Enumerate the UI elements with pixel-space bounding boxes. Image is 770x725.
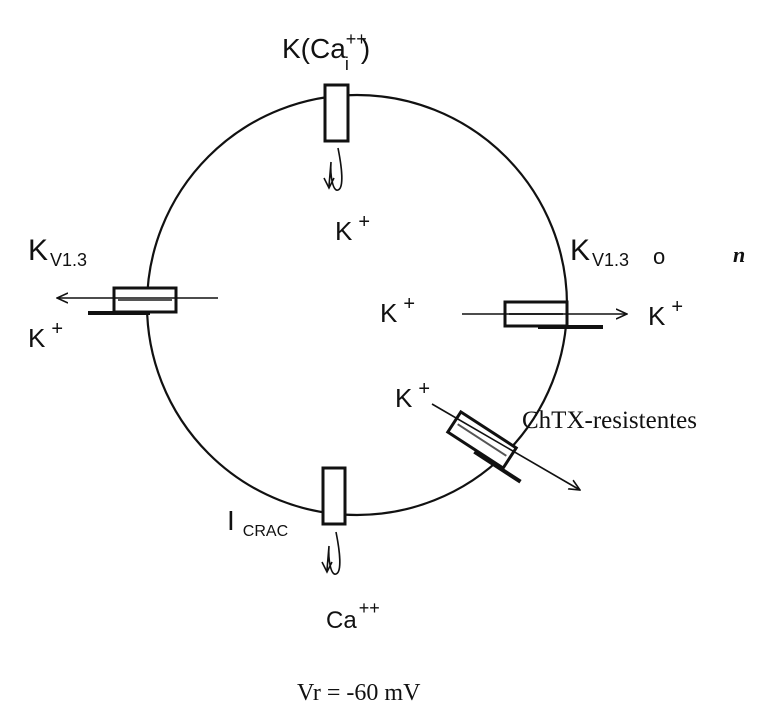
kca-flux-arrowhead: [323, 177, 335, 190]
chtx-label: ChTX-resistentes: [522, 407, 697, 434]
kv-left-ion-label: K+: [28, 318, 63, 353]
kca-channel-body: [323, 83, 350, 143]
resting-potential-label: Vr = -60 mV: [297, 680, 421, 706]
crac-flux-arrow: [326, 531, 341, 575]
kca-ion-label: K+: [335, 211, 370, 246]
chtx-channel-pore: [457, 423, 507, 457]
chtx-channel: K+ ChTX-resistentes: [395, 378, 697, 490]
kca-flux-arrow: [328, 147, 343, 191]
kv-right-inside-ion-label: K+: [380, 293, 415, 328]
kv-right-outside-ion-label: K+: [648, 296, 683, 331]
crac-ion-label: Ca++: [326, 598, 380, 634]
crac-channel-body: [321, 466, 347, 526]
chtx-flux-arrow: [431, 403, 580, 490]
kca-channel: K(Ca++i) K+: [282, 29, 370, 246]
chtx-ion-label: K+: [395, 378, 430, 413]
kv-right-n-label: n: [733, 242, 745, 267]
chtx-anchor-bar: [473, 450, 522, 484]
kca-label: K(Ca++i): [282, 29, 370, 74]
crac-flux-arrowhead: [321, 561, 333, 574]
